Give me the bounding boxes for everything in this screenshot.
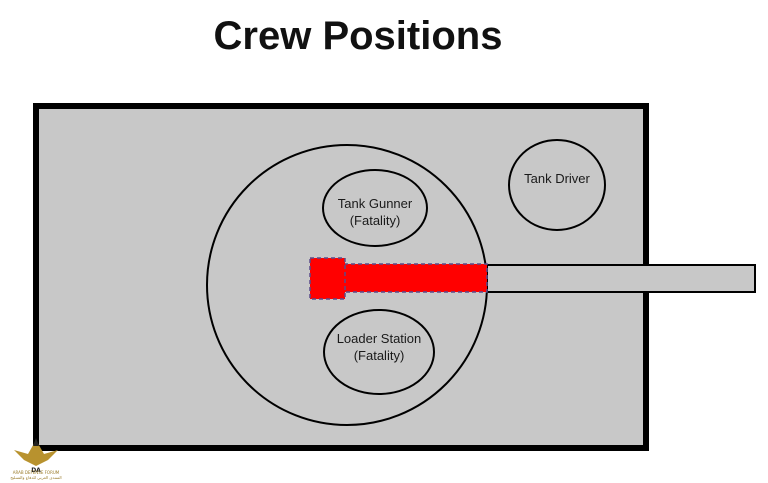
logo-text-en: ARAB DEFENSE FORUM: [12, 470, 60, 475]
loader-status: (Fatality): [354, 348, 405, 363]
damaged-gun-block: [309, 257, 346, 300]
watermark-logo: DA ARAB DEFENSE FORUM المنتدى العربي للد…: [6, 436, 66, 481]
logo-text-ar: المنتدى العربي للدفاع والتسليح: [10, 475, 62, 480]
gunner-status: (Fatality): [350, 213, 401, 228]
logo-mark-text: DA: [31, 467, 41, 474]
gunner-station: [322, 169, 428, 247]
gun-barrel: [486, 264, 756, 293]
driver-label: Tank Driver: [524, 171, 590, 186]
page-title: Crew Positions: [213, 14, 503, 58]
damaged-gun-breech: [343, 263, 488, 293]
driver-station: [508, 139, 606, 231]
logo-text: ARAB DEFENSE FORUM المنتدى العربي للدفاع…: [6, 470, 66, 480]
eagle-icon: DA: [14, 438, 58, 474]
loader-station: [323, 309, 435, 395]
gunner-label: Tank Gunner: [338, 196, 413, 211]
loader-label: Loader Station: [337, 331, 422, 346]
